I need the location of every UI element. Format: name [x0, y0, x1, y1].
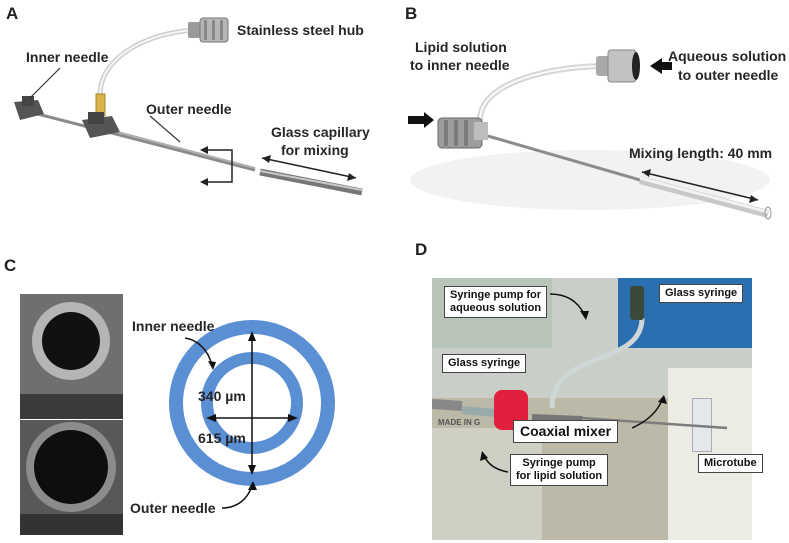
stainless-steel-hub-icon [188, 17, 229, 43]
label-for-mixing: for mixing [281, 142, 349, 158]
coaxial-mixer-drawing [14, 17, 363, 196]
cross-section-diagram [169, 320, 335, 509]
syringe-barrel-text: MADE IN G [438, 418, 481, 427]
panel-b-letter: B [405, 4, 418, 23]
label-inner-needle-a: Inner needle [26, 49, 109, 65]
label-glass-syringe-top: Glass syringe [659, 284, 744, 304]
aqueous-hub-icon [596, 49, 640, 83]
lipid-hub-icon [437, 117, 488, 149]
label-microtube: Microtube [698, 454, 763, 474]
glass-syringe-top-icon [630, 286, 644, 320]
label-glass-syringe-left: Glass syringe [442, 354, 527, 374]
mixer-render-drawing [408, 49, 772, 220]
label-aqueous-solution: Aqueous solution [668, 48, 787, 64]
label-to-inner-needle: to inner needle [410, 57, 510, 73]
label-mixing-length: Mixing length: 40 mm [629, 145, 773, 161]
panel-d-pointers [480, 293, 667, 473]
panel-a-letter: A [6, 4, 19, 23]
label-outer-needle-c: Outer needle [130, 500, 216, 516]
label-coaxial-mixer: Coaxial mixer [513, 420, 619, 443]
panel-a: A [0, 0, 400, 250]
label-lipid-solution: Lipid solution [415, 39, 507, 55]
label-615-um: 615 µm [198, 430, 246, 446]
inner-needle-hub-icon [14, 96, 44, 120]
label-stainless-steel-hub: Stainless steel hub [237, 22, 364, 38]
sem-image-inner-needle [20, 294, 123, 419]
panel-b: B Lipid solution to [400, 0, 789, 250]
label-to-outer-needle: to outer needle [678, 67, 779, 83]
outer-needle-hub-icon [82, 112, 120, 138]
label-glass-capillary: Glass capillary [271, 124, 370, 140]
panel-c: C Inner needle 340 µm 615 µm Outer needl… [0, 250, 400, 543]
panel-d-letter: D [415, 240, 428, 259]
label-340-um: 340 µm [198, 388, 246, 404]
label-outer-needle-a: Outer needle [146, 101, 232, 117]
panel-c-letter: C [4, 256, 17, 275]
label-inner-needle-c: Inner needle [132, 318, 215, 334]
sem-image-outer-needle [20, 420, 123, 535]
